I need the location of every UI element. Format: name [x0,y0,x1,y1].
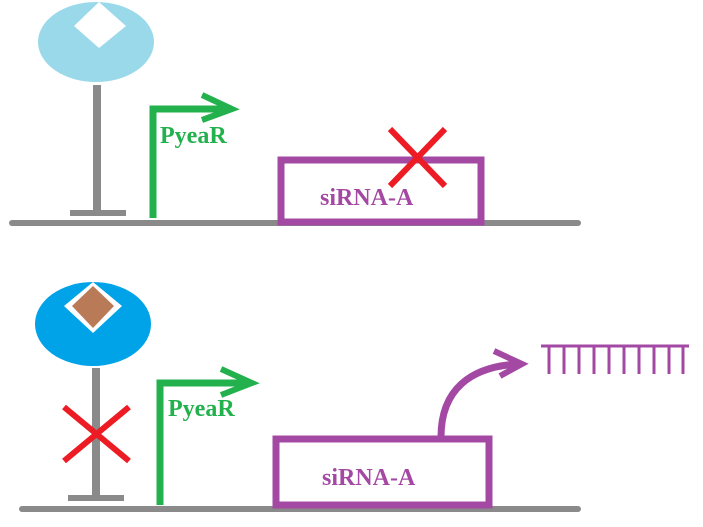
promoter-label: PyeaR [160,123,227,149]
gene-box [277,156,485,226]
promoter-label: PyeaR [168,396,235,422]
panel-on-state: PyeaR siRNA-A [19,282,689,512]
promoter-arrow [156,379,249,505]
blocked-x-icon [387,126,448,189]
receptor-ligand-bound-icon [35,282,151,366]
panel-off-state: PyeaR siRNA-A [9,2,581,226]
promoter-arrow [149,105,229,218]
transcription-arrow [437,360,521,438]
ligand-icon [72,286,114,328]
repressor-blocked-x-icon [62,404,131,464]
promoter-arrowhead [200,92,240,123]
receptor-unbound-icon [38,2,154,82]
gene-label: siRNA-A [320,185,414,211]
promoter-arrowhead [219,366,260,398]
sirna-transcript-icon [541,344,689,374]
transcription-arrowhead [492,348,529,379]
gene-label: siRNA-A [322,465,416,491]
gene-box [272,435,493,509]
